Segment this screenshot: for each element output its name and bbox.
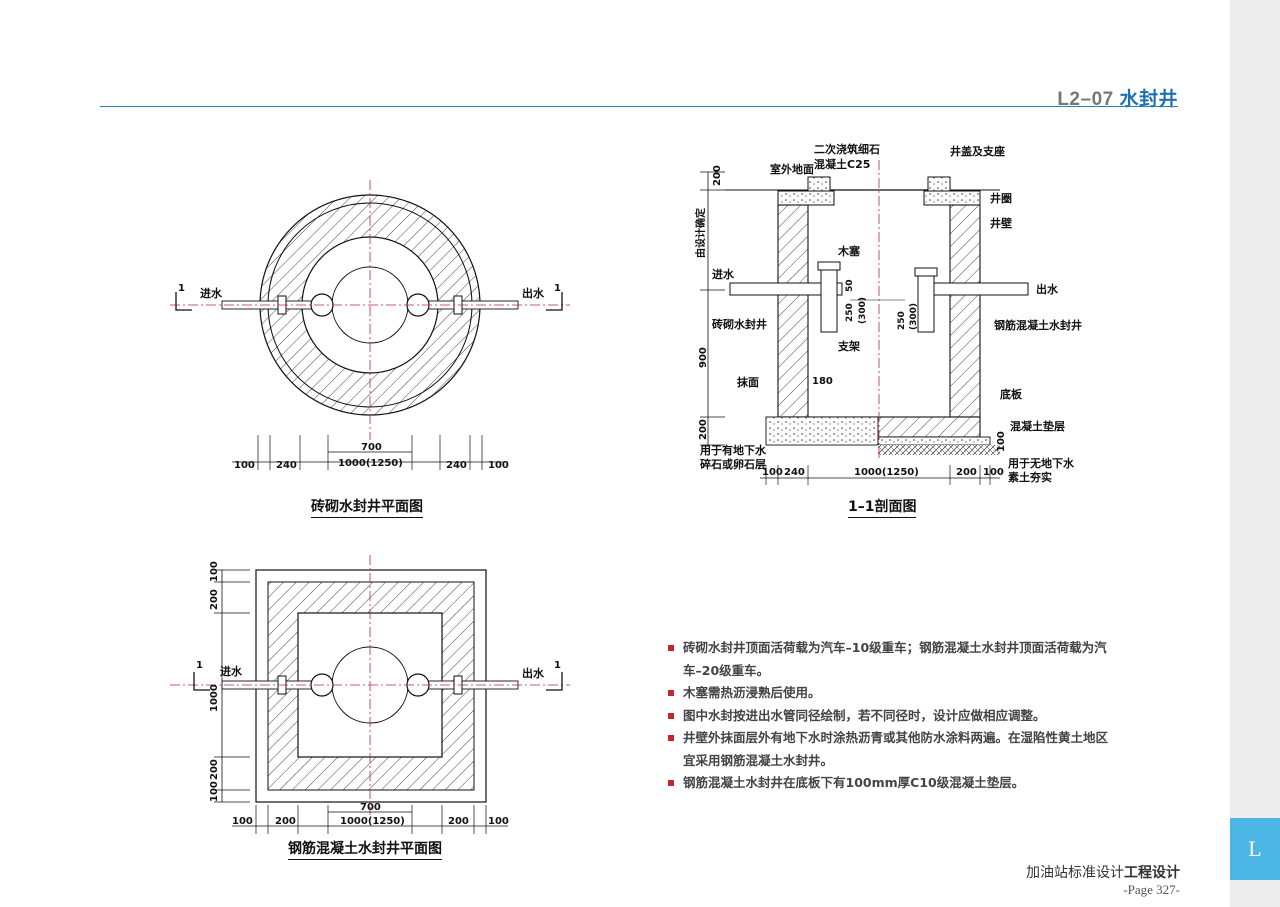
svg-text:250: 250 <box>897 311 907 330</box>
label-base-plate: 底板 <box>1000 387 1023 401</box>
svg-text:50: 50 <box>845 279 855 292</box>
label-wall: 井壁 <box>990 216 1012 230</box>
section-mark-right: 1 <box>554 283 561 294</box>
note-item: 砖砌水封井顶面活荷载为汽车–10级重车；钢筋混凝土水封井顶面活荷载为汽车–20级… <box>667 637 1117 682</box>
svg-text:100: 100 <box>488 460 509 471</box>
svg-text:200: 200 <box>712 165 723 186</box>
header-name: 水封井 <box>1119 88 1178 110</box>
note-item: 木塞需热沥浸熟后使用。 <box>667 682 1117 705</box>
svg-text:200: 200 <box>448 816 469 827</box>
section-mark-left: 1 <box>178 283 185 294</box>
svg-text:240: 240 <box>276 460 297 471</box>
svg-text:100: 100 <box>234 460 255 471</box>
label-secondary-pour-2: 混凝土C25 <box>814 157 870 171</box>
chapter-tab-l[interactable]: L <box>1230 818 1280 880</box>
svg-text:100: 100 <box>488 816 509 827</box>
svg-text:200: 200 <box>956 467 977 478</box>
section-1-1: 200 由设计确定 900 200 100 240 1000(1250) 200… <box>694 142 1082 485</box>
svg-text:200: 200 <box>275 816 296 827</box>
header-rule <box>100 106 1178 107</box>
label-wood-plug: 木塞 <box>837 244 861 258</box>
page-header-title: L2–07 水封井 <box>1057 84 1178 111</box>
svg-text:1000: 1000 <box>209 684 220 712</box>
caption-rc-plan: 钢筋混凝土水封井平面图 <box>288 838 442 860</box>
label-concrete-cushion: 混凝土垫层 <box>1010 419 1065 433</box>
svg-text:700: 700 <box>361 442 382 453</box>
svg-text:700: 700 <box>360 802 381 813</box>
footer-book-title: 加油站标准设计工程设计 <box>1026 865 1180 881</box>
caption-brick-plan: 砖砌水封井平面图 <box>311 496 423 518</box>
svg-text:240: 240 <box>784 467 805 478</box>
label-plaster: 抹面 <box>737 375 759 389</box>
svg-text:1: 1 <box>554 660 561 671</box>
svg-text:240: 240 <box>446 460 467 471</box>
footer-page-number: -Page 327- <box>1123 882 1180 897</box>
note-item: 图中水封按进出水管同径绘制，若不同径时，设计应做相应调整。 <box>667 705 1117 728</box>
svg-text:100: 100 <box>762 467 783 478</box>
svg-text:1000(1250): 1000(1250) <box>340 816 405 827</box>
inlet-label: 进水 <box>200 286 223 300</box>
label-no-groundwater-1: 用于无地下水 <box>1008 456 1075 470</box>
brick-well-plan: 1 1 进水 出水 100 240 700 1000(1250) 240 100 <box>170 180 570 471</box>
svg-text:200: 200 <box>209 759 220 780</box>
label-outlet-section: 出水 <box>1036 282 1059 296</box>
svg-text:200: 200 <box>209 589 220 610</box>
svg-text:1: 1 <box>196 660 203 671</box>
label-outdoor-ground: 室外地面 <box>770 162 814 176</box>
label-rc-well: 钢筋混凝土水封井 <box>994 318 1082 332</box>
svg-text:900: 900 <box>698 347 709 368</box>
svg-text:由设计确定: 由设计确定 <box>694 208 707 258</box>
svg-text:250: 250 <box>845 303 855 322</box>
svg-text:100: 100 <box>996 431 1007 452</box>
label-groundwater-1: 用于有地下水 <box>700 443 767 457</box>
header-code: L2–07 <box>1057 89 1114 110</box>
label-inlet-section: 进水 <box>712 267 735 281</box>
svg-text:200: 200 <box>698 419 709 440</box>
svg-text:(300): (300) <box>858 297 868 324</box>
label-cover-seat: 井盖及支座 <box>950 144 1005 158</box>
note-item: 井壁外抹面层外有地下水时涂热沥青或其他防水涂料两遍。在湿陷性黄土地区宜采用钢筋混… <box>667 727 1117 772</box>
svg-text:1000(1250): 1000(1250) <box>338 458 403 469</box>
label-brick-well: 砖砌水封井 <box>712 317 767 331</box>
svg-text:100: 100 <box>983 467 1004 478</box>
label-groundwater-2: 碎石或卵石层 <box>700 457 766 471</box>
svg-text:出水: 出水 <box>522 666 545 680</box>
caption-section: 1–1剖面图 <box>848 496 917 518</box>
rc-well-plan: 1 1 进水 出水 100 200 1000 200 100 100 200 7… <box>170 555 570 834</box>
note-item: 钢筋混凝土水封井在底板下有100mm厚C10级混凝土垫层。 <box>667 772 1117 795</box>
outlet-label: 出水 <box>522 286 545 300</box>
right-sidebar <box>1230 0 1280 907</box>
svg-text:100: 100 <box>209 781 220 802</box>
svg-text:进水: 进水 <box>220 664 243 678</box>
label-no-groundwater-2: 素土夯实 <box>1008 470 1052 484</box>
svg-text:(300): (300) <box>909 303 919 330</box>
svg-text:1000(1250): 1000(1250) <box>854 467 919 478</box>
svg-text:100: 100 <box>232 816 253 827</box>
label-ring: 井圈 <box>990 191 1012 205</box>
design-notes: 砖砌水封井顶面活荷载为汽车–10级重车；钢筋混凝土水封井顶面活荷载为汽车–20级… <box>667 637 1117 795</box>
label-support: 支架 <box>837 339 860 353</box>
svg-text:100: 100 <box>209 561 220 582</box>
label-secondary-pour-1: 二次浇筑细石 <box>814 142 880 156</box>
svg-text:180: 180 <box>812 376 833 387</box>
